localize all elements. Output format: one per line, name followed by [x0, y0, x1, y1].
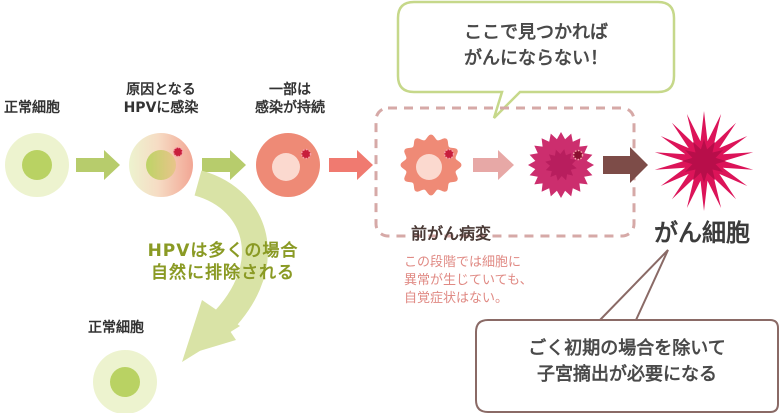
arrow-right-icon: [603, 147, 648, 183]
restored-normal-cell-label: 正常細胞: [88, 320, 144, 336]
precancer-note: この段階では細胞に 異常が生じていても、 自覚症状はない。: [404, 255, 533, 307]
late-stage-bubble: [475, 249, 779, 413]
normal-cell: [5, 133, 69, 197]
persistent-infection-label: 一部は 感染が持続: [255, 82, 325, 116]
normal-cell-restored: [93, 350, 157, 413]
infected-cell: [129, 133, 193, 197]
curved-down-arrow-icon: [182, 170, 268, 362]
arrow-right-icon: [202, 150, 246, 180]
virus-icon: [443, 148, 455, 160]
natural-elimination-text: HPVは多くの場合 自然に排除される: [147, 241, 299, 284]
infection-stage-label: 原因となる HPVに感染: [123, 82, 199, 116]
arrow-right-icon: [329, 150, 373, 180]
arrow-right-icon: [473, 150, 514, 180]
precancer-cell-advanced: [528, 132, 594, 198]
persistent-infection-cell: [256, 133, 320, 197]
precancer-cell-early: [400, 134, 462, 196]
late-stage-text: ごく初期の場合を除いて 子宮摘出が必要になる: [528, 338, 726, 386]
cancer-cell-label: がん細胞: [654, 219, 750, 247]
normal-cell-label: 正常細胞: [4, 100, 60, 116]
cancer-cell: [654, 111, 754, 211]
early-detection-bubble: [396, 0, 676, 119]
early-detection-text: ここで見つかれば がんにならない！: [464, 22, 608, 70]
virus-icon: [172, 146, 184, 158]
arrow-right-icon: [76, 150, 120, 180]
virus-icon: [572, 149, 584, 161]
virus-icon: [300, 148, 312, 160]
precancer-label: 前がん病変: [411, 224, 492, 243]
